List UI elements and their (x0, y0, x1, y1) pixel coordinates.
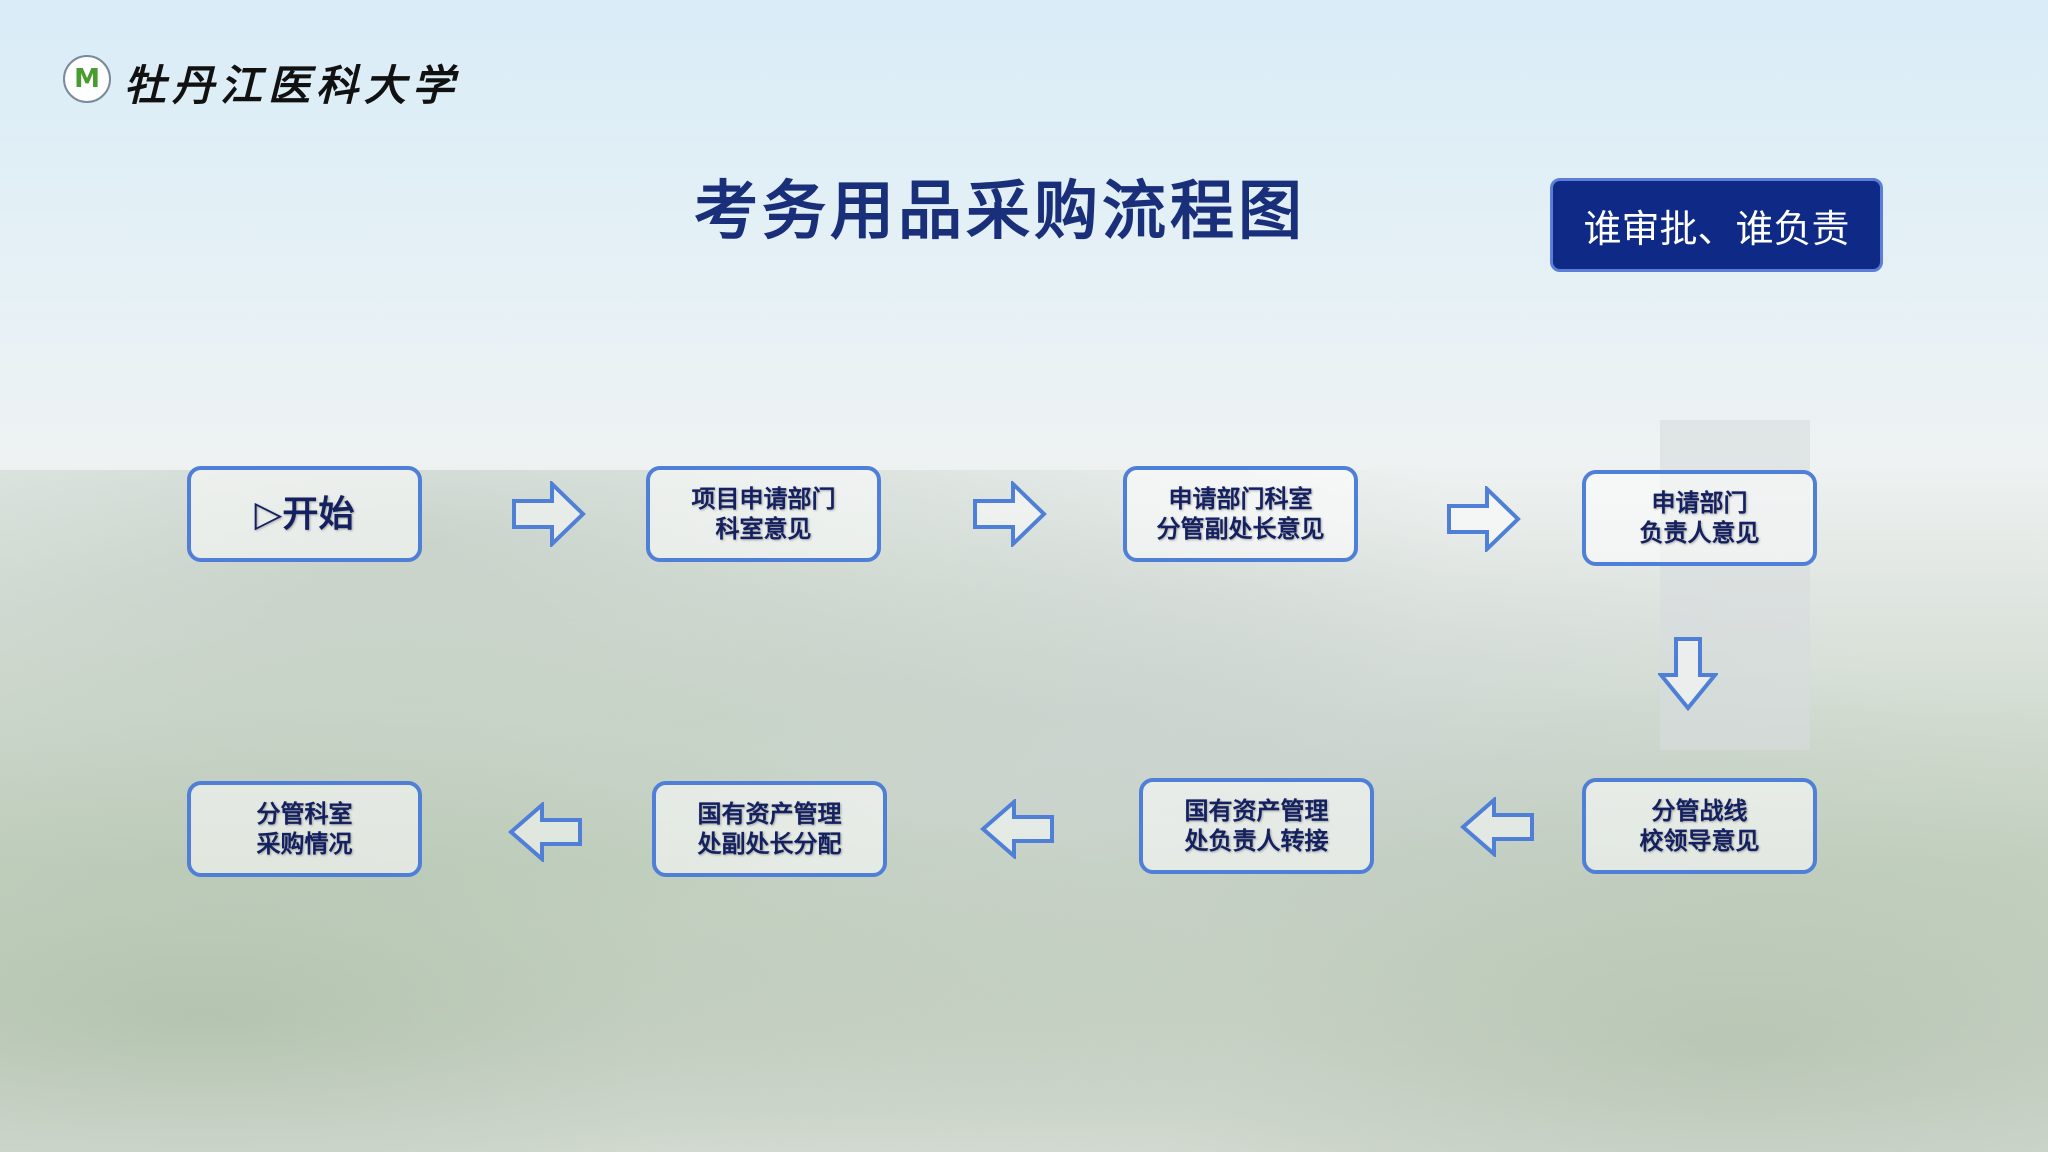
arrow-left-icon (980, 799, 1054, 859)
step-purchase-status: 分管科室 采购情况 (187, 781, 422, 877)
page-title: 考务用品采购流程图 (694, 175, 1306, 249)
arrow-left-icon (1460, 797, 1534, 857)
step-deputy-director-opinion: 申请部门科室 分管副处长意见 (1123, 466, 1358, 562)
arrow-right-icon (512, 481, 586, 547)
arrow-left-icon (508, 802, 582, 862)
step-dept-head-opinion: 申请部门 负责人意见 (1582, 470, 1817, 566)
university-emblem-icon: M (63, 55, 111, 103)
arrow-down-icon (1658, 637, 1718, 711)
step-asset-office-transfer: 国有资产管理 处负责人转接 (1139, 778, 1374, 874)
arrow-right-icon (973, 481, 1047, 547)
university-name: 牡丹江医科大学 (124, 61, 461, 110)
step-start: ▷开始 (187, 466, 422, 562)
step-dept-office-opinion: 项目申请部门 科室意见 (646, 466, 881, 562)
step-asset-deputy-assign: 国有资产管理 处副处长分配 (652, 781, 887, 877)
arrow-right-icon (1447, 486, 1521, 552)
step-school-leader-opinion: 分管战线 校领导意见 (1582, 778, 1817, 874)
responsibility-badge: 谁审批、谁负责 (1550, 178, 1883, 272)
